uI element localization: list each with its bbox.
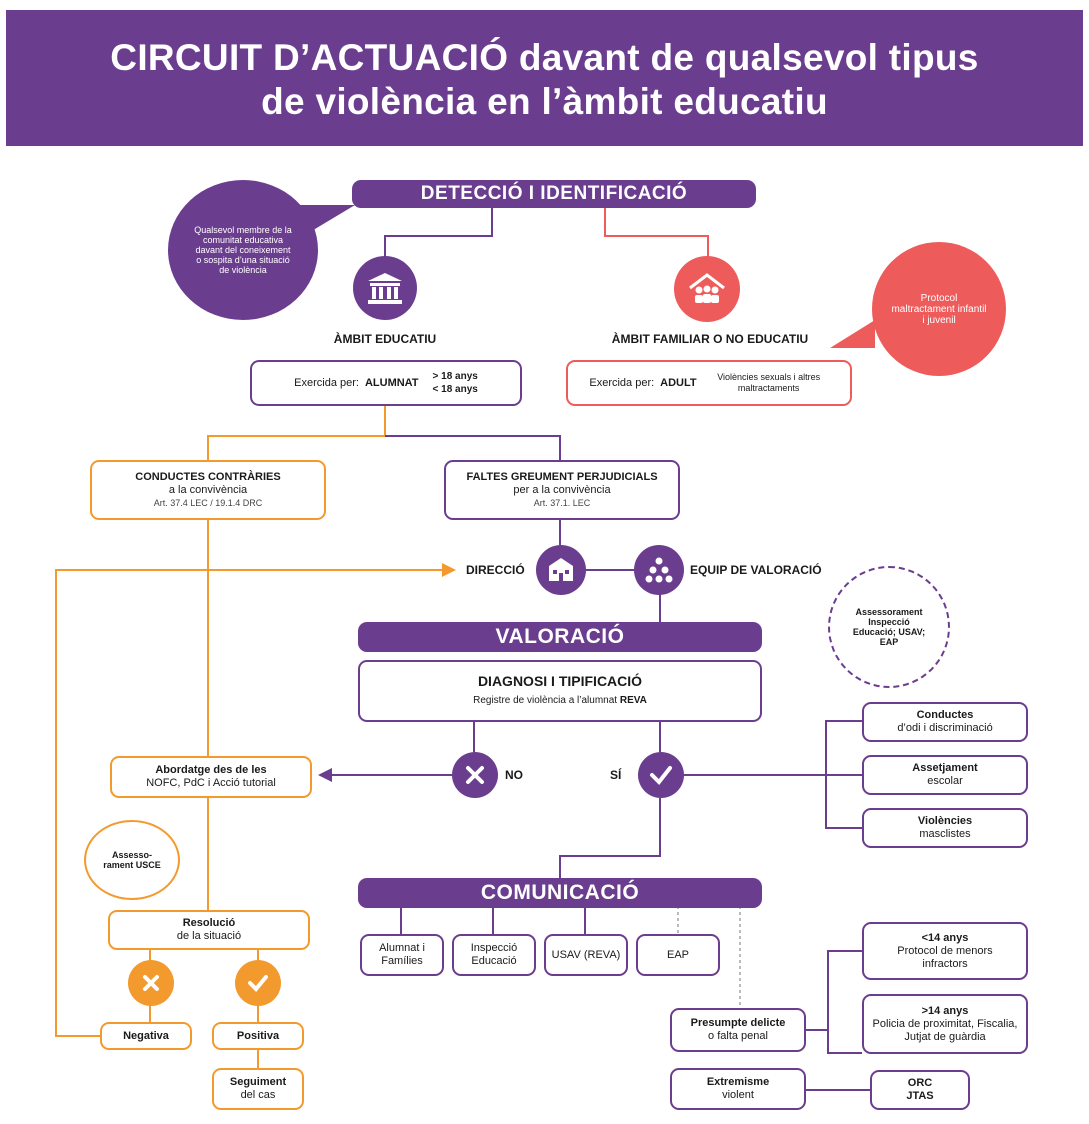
community-member-bubble: Qualsevol membre de la comunitat educati… [168, 180, 318, 320]
extremism-box: Extremisme violent [670, 1068, 806, 1110]
yes-check-icon [638, 752, 684, 798]
yes-label: SÍ [610, 768, 622, 782]
inspection-label: Inspecció Educació [470, 942, 518, 967]
negative-box: Negativa [100, 1022, 192, 1050]
followup-sub: del cas [240, 1089, 276, 1101]
hate-conducts-sub: d’odi i discriminació [897, 722, 993, 734]
positive-box: Positiva [212, 1022, 304, 1050]
register-prefix: Registre de violència a l’alumnat [473, 695, 618, 706]
bullying-title: Assetjament [912, 762, 978, 774]
followup-box: Seguiment del cas [212, 1068, 304, 1110]
detection-title: DETECCIÓ I IDENTIFICACIÓ [352, 180, 756, 208]
presumed-crime-box: Presumpte delicte o falta penal [670, 1008, 806, 1052]
usav-label: USAV (REVA) [551, 948, 621, 961]
exercised-by-adult-box: Exercida per: ADULT Violències sexuals i… [566, 360, 852, 406]
exercised-by-adult: ADULT [660, 376, 697, 389]
resolution-title: Resolució [182, 917, 236, 929]
serious-faults-box: FALTES GREUMENT PERJUDICIALS per a la co… [444, 460, 680, 520]
resolution-box: Resolució de la situació [108, 910, 310, 950]
no-cross-icon [452, 752, 498, 798]
page-header: CIRCUIT D’ACTUACIÓ davant de qualsevol t… [6, 10, 1083, 146]
age-over-18: > 18 anys [432, 371, 478, 382]
usav-box: USAV (REVA) [544, 934, 628, 976]
sexist-violence-title: Violències [917, 815, 973, 827]
usce-text: Assesso- rament USCE [103, 850, 161, 870]
title-line-2: de violència en l’àmbit educatiu [261, 81, 828, 122]
direction-building-icon [536, 545, 586, 595]
title-line-1: CIRCUIT D’ACTUACIÓ davant de qualsevol t… [110, 37, 979, 78]
positive-check-icon [235, 960, 281, 1006]
exercised-prefix-adult: Exercida per: [589, 376, 655, 389]
hate-conducts-title: Conductes [916, 709, 974, 721]
resolution-sub: de la situació [176, 930, 242, 942]
home-family-icon [674, 256, 740, 322]
age-under-18: < 18 anys [432, 384, 478, 395]
students-families-label: Alumnat i Famílies [379, 942, 425, 967]
direction-label: DIRECCIÓ [466, 563, 525, 577]
presumed-crime-sub: o falta penal [708, 1030, 768, 1042]
bubble-tail-right [830, 320, 875, 348]
inspection-box: Inspecció Educació [452, 934, 536, 976]
serious-faults-ref: Art. 37.1. LEC [533, 497, 591, 508]
serious-faults-title: FALTES GREUMENT PERJUDICIALS [466, 470, 658, 483]
jtas-title: JTAS [906, 1090, 934, 1102]
presumed-crime-title: Presumpte delicte [690, 1017, 786, 1029]
contrary-conducts-ref: Art. 37.4 LEC / 19.1.4 DRC [153, 497, 263, 508]
exercised-by-students: ALUMNAT [364, 376, 419, 389]
contrary-conducts-sub: a la convivència [168, 483, 248, 496]
family-scope-label: ÀMBIT FAMILIAR O NO EDUCATIU [611, 332, 809, 346]
approach-box: Abordatge des de les NOFC, PdC i Acció t… [110, 756, 312, 798]
over-14-sub: Policia de proximitat, Fiscalia, Jutjat … [872, 1017, 1018, 1043]
sexist-violence-sub: masclistes [919, 828, 971, 840]
diagnosis-box: DIAGNOSI I TIPIFICACIÓ Registre de violè… [358, 660, 762, 722]
under-14-box: <14 anys Protocol de menors infractors [862, 922, 1028, 980]
over-14-box: >14 anys Policia de proximitat, Fiscalia… [862, 994, 1028, 1054]
approach-title: Abordatge des de les [155, 764, 267, 776]
positive-label: Positiva [236, 1029, 280, 1042]
child-abuse-protocol-text: Protocol maltractament infantil i juveni… [891, 292, 987, 326]
bullying-sub: escolar [927, 775, 963, 787]
extremism-sub: violent [722, 1089, 754, 1101]
bubble-tail [300, 205, 355, 235]
community-member-text: Qualsevol membre de la comunitat educati… [194, 225, 292, 275]
contrary-conducts-box: CONDUCTES CONTRÀRIES a la convivència Ar… [90, 460, 326, 520]
negative-cross-icon [128, 960, 174, 1006]
exercised-by-students-box: Exercida per: ALUMNAT > 18 anys < 18 any… [250, 360, 522, 406]
contrary-conducts-title: CONDUCTES CONTRÀRIES [135, 470, 281, 483]
eap-label: EAP [666, 948, 689, 961]
valuation-title: VALORACIÓ [358, 622, 762, 652]
hate-conducts-box: Conductes d’odi i discriminació [862, 702, 1028, 742]
exercised-prefix: Exercida per: [294, 376, 359, 389]
usce-bubble: Assesso- rament USCE [84, 820, 180, 900]
over-14-title: >14 anys [921, 1004, 969, 1017]
negative-label: Negativa [123, 1029, 169, 1042]
bullying-box: Assetjament escolar [862, 755, 1028, 795]
sexist-violence-box: Violències masclistes [862, 808, 1028, 848]
educational-scope-label: ÀMBIT EDUCATIU [333, 332, 437, 346]
under-14-sub: Protocol de menors infractors [897, 944, 993, 970]
orc-box: ORC JTAS [870, 1070, 970, 1110]
child-abuse-protocol-bubble: Protocol maltractament infantil i juveni… [872, 242, 1006, 376]
under-14-title: <14 anys [921, 931, 969, 944]
no-label: NO [505, 768, 523, 782]
reva-register: REVA [619, 695, 647, 706]
advice-text: Assessorament Inspecció Educació; USAV; … [852, 607, 926, 647]
diagnosis-title: DIAGNOSI I TIPIFICACIÓ [477, 673, 643, 689]
orc-title: ORC [907, 1077, 933, 1089]
students-families-box: Alumnat i Famílies [360, 934, 444, 976]
eap-box: EAP [636, 934, 720, 976]
communication-title: COMUNICACIÓ [358, 878, 762, 908]
approach-sub: NOFC, PdC i Acció tutorial [146, 777, 276, 789]
school-building-icon [353, 256, 417, 320]
team-hierarchy-icon [634, 545, 684, 595]
extremism-title: Extremisme [706, 1076, 770, 1088]
followup-title: Seguiment [229, 1076, 287, 1088]
sexual-violence-detail: Violències sexuals i altres maltractamen… [717, 372, 821, 393]
advice-bubble: Assessorament Inspecció Educació; USAV; … [828, 566, 950, 688]
serious-faults-sub: per a la convivència [513, 483, 611, 496]
assessment-team-label: EQUIP DE VALORACIÓ [690, 563, 822, 577]
